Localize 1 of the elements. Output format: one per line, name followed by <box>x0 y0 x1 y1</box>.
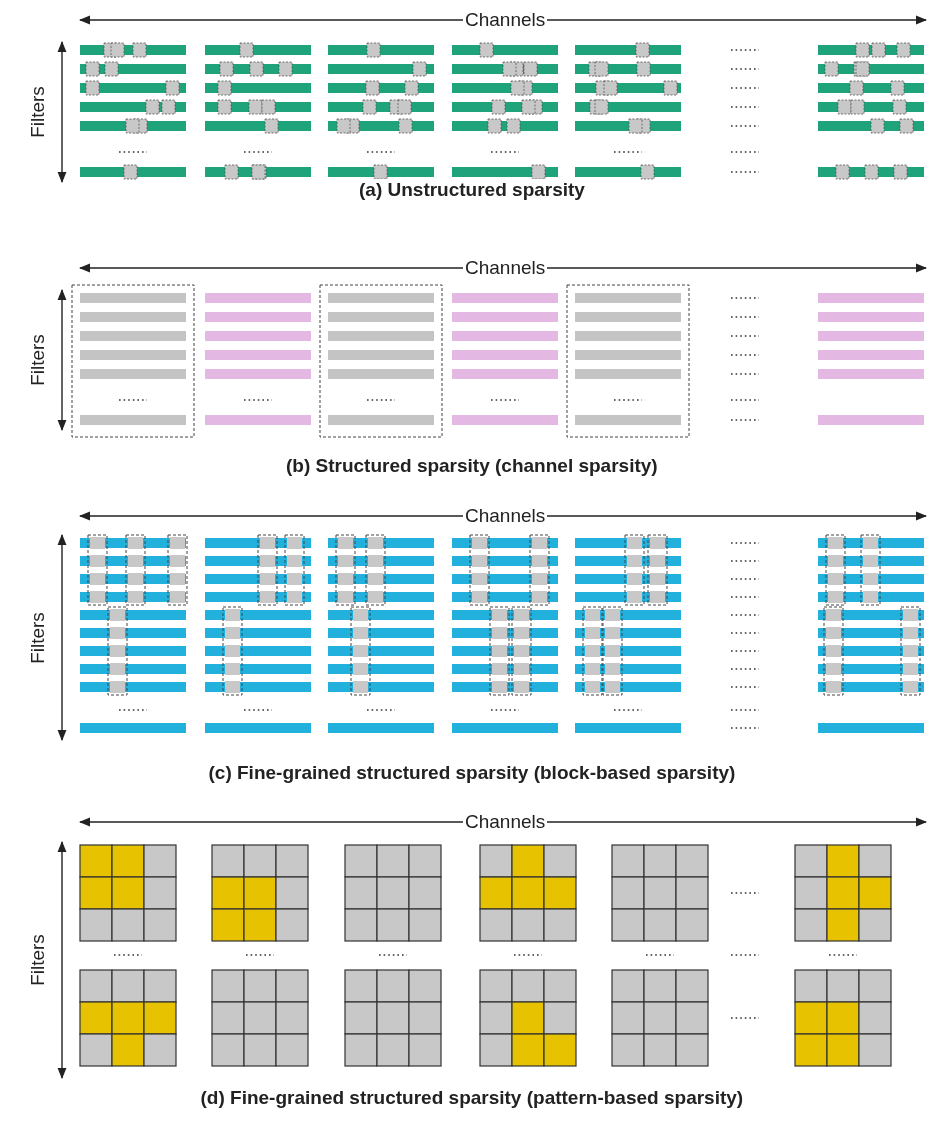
caption: (a) Unstructured sparsity <box>357 179 587 201</box>
